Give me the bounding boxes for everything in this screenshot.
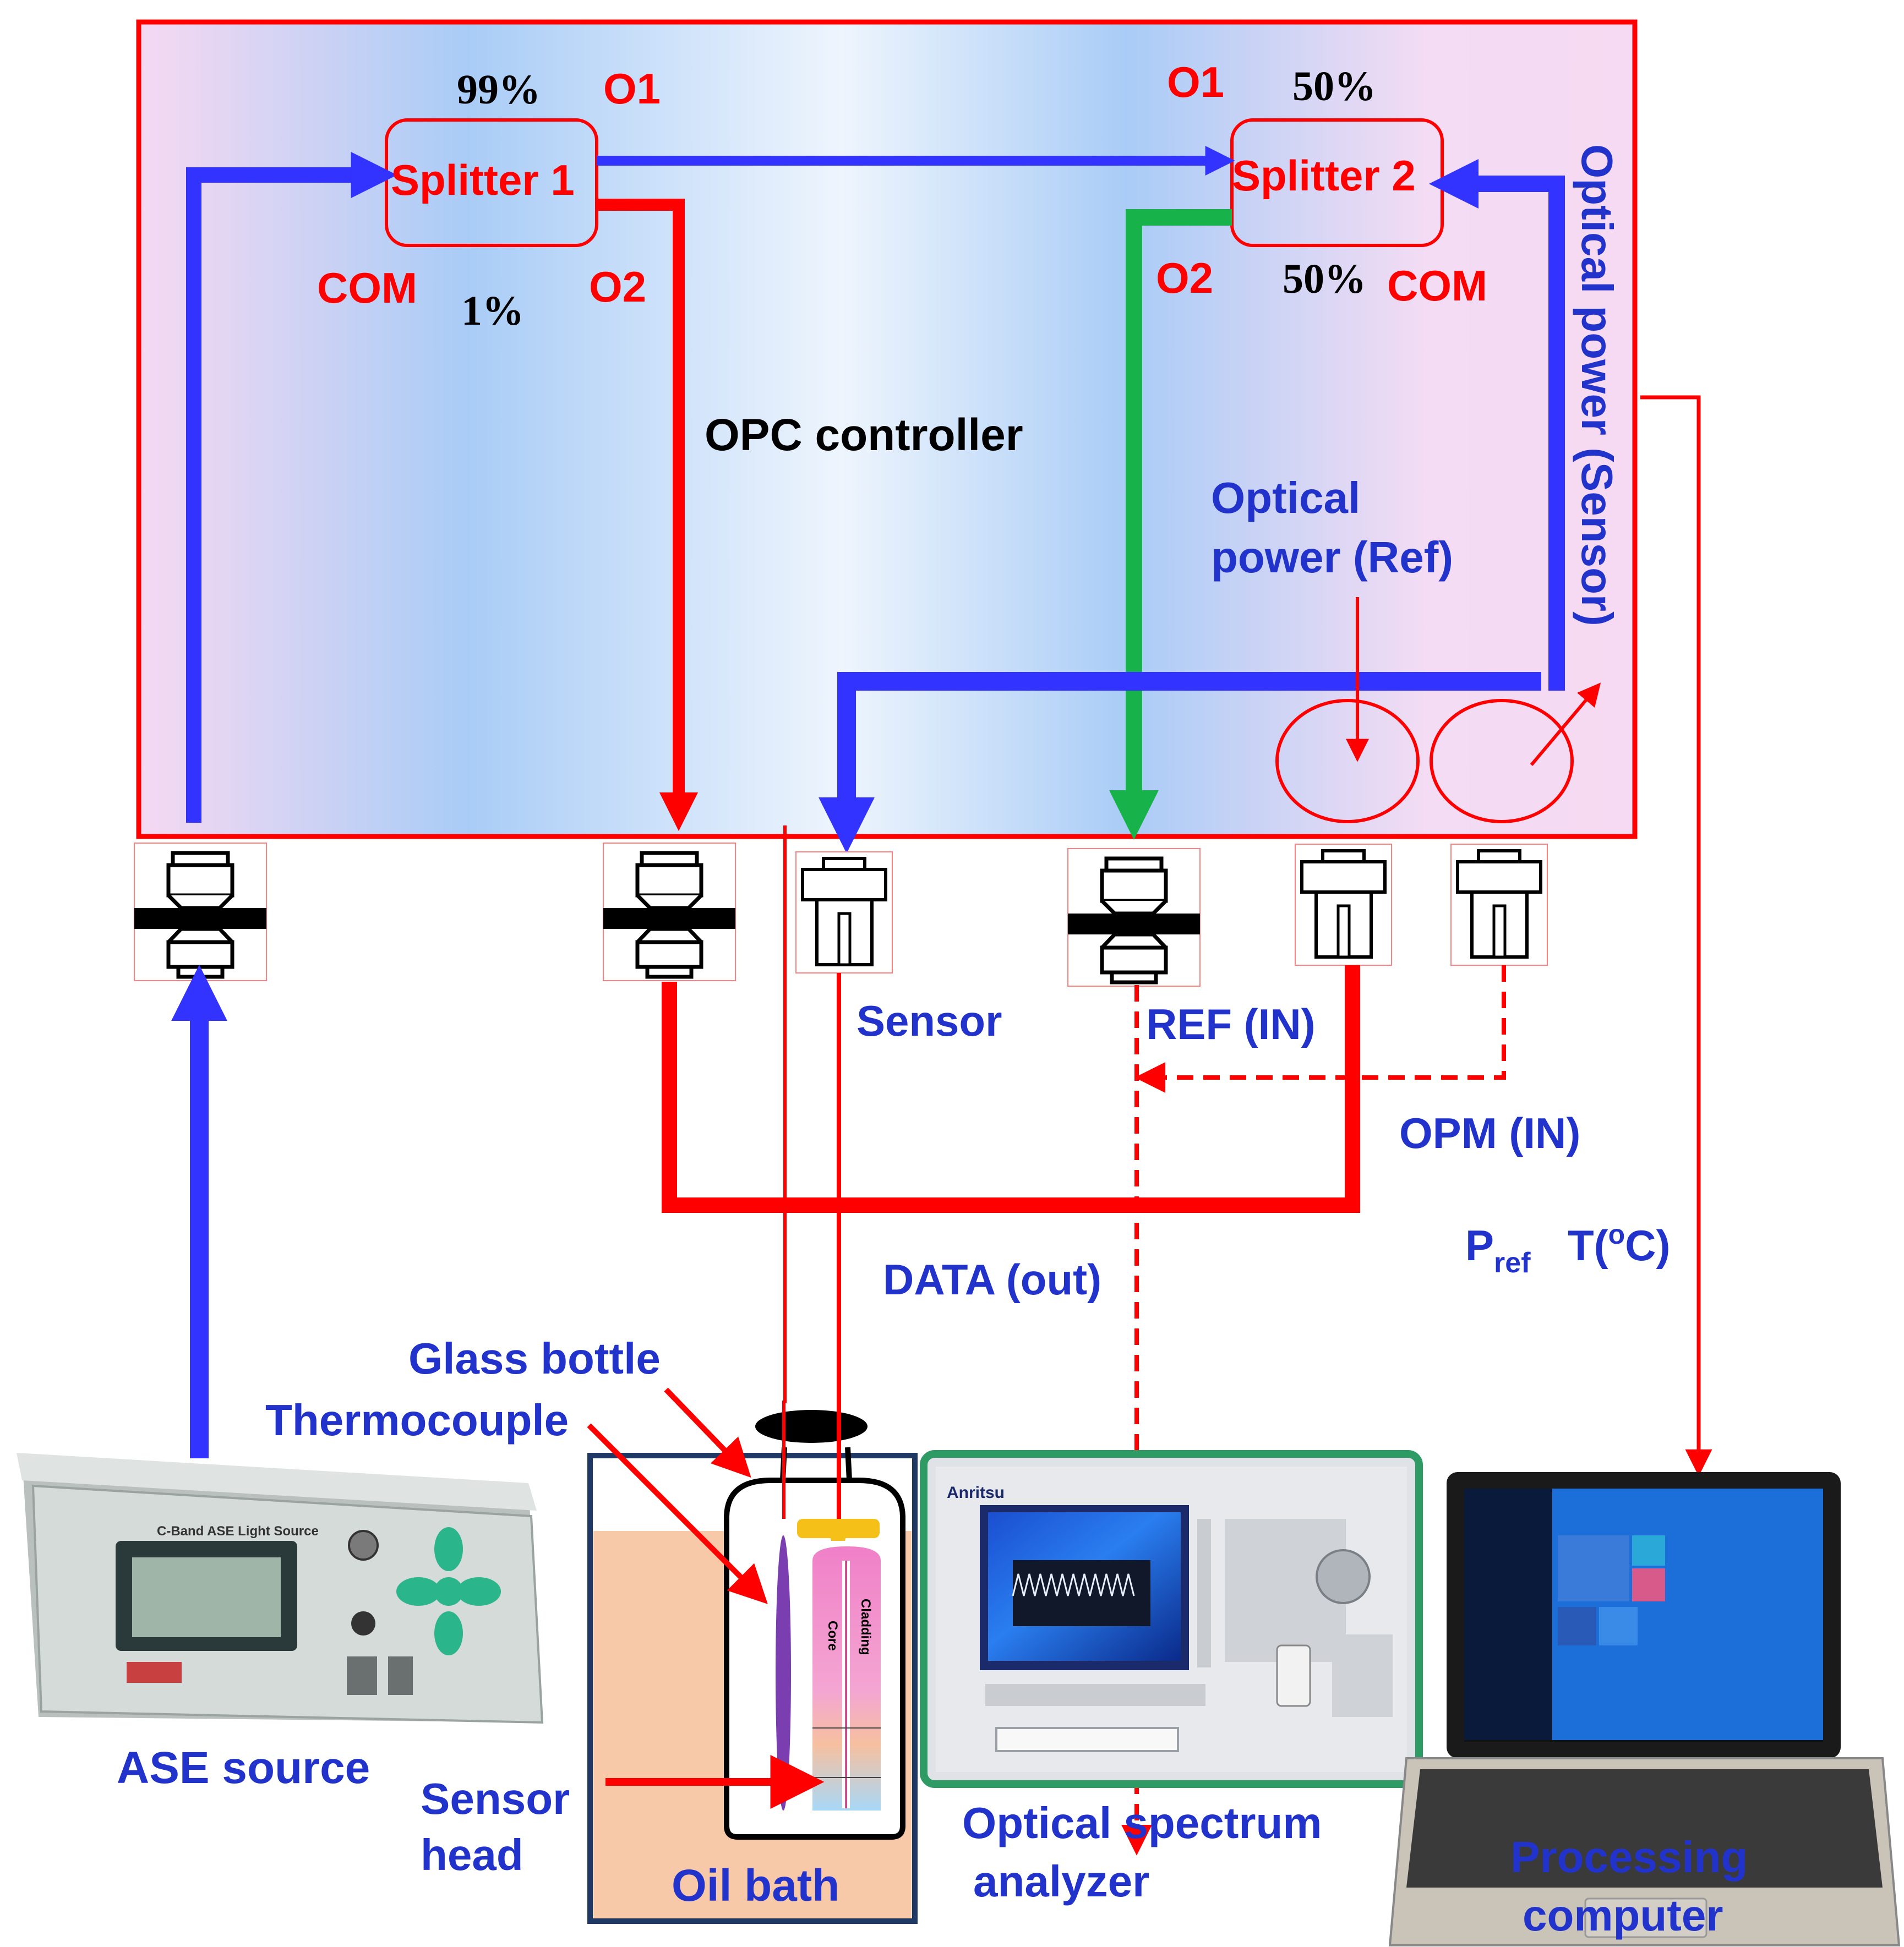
sensor-power-pointer — [1530, 682, 1601, 766]
splitter-1-label: Splitter 1 — [391, 156, 575, 204]
data-to-computer — [1640, 395, 1712, 1476]
optical-spectrum-analyzer: Anritsu — [920, 1450, 1423, 1788]
sensor-head-label-line1: Sensor — [421, 1774, 570, 1823]
sensor-label: Sensor — [856, 997, 1002, 1045]
thermocouple-label: Thermocouple — [265, 1396, 569, 1445]
controller-title: OPC controller — [705, 410, 1023, 460]
optical-power-ref-line2: power (Ref) — [1211, 533, 1453, 582]
splitter-1-port-com: COM — [317, 264, 417, 312]
sensor-head-probe: Core Cladding — [797, 1519, 881, 1811]
cladding-label: Cladding — [858, 1599, 873, 1655]
ase-source-device: C-Band ASE Light Source — [17, 1453, 544, 1724]
splitter-1-port-o2: O2 — [589, 262, 646, 311]
ref-in-label: REF (IN) — [1146, 1000, 1316, 1048]
osa-label-line1: Optical spectrum — [962, 1798, 1322, 1847]
connector-opm-sensor — [1451, 844, 1547, 965]
connector-opm-ref — [1295, 844, 1392, 965]
oil-bath-label: Oil bath — [672, 1861, 839, 1911]
ref-power-meter — [1275, 699, 1420, 823]
fiber-loop — [662, 965, 1360, 1213]
p-ref-label: Pref — [1465, 1221, 1531, 1279]
thermocouple-probe — [776, 1535, 791, 1811]
optical-power-sensor-label: Optical power (Sensor) — [1573, 144, 1622, 626]
ase-panel-title: C-Band ASE Light Source — [157, 1524, 319, 1539]
core-label: Core — [825, 1621, 840, 1651]
optical-power-ref-line1: Optical — [1211, 473, 1360, 522]
connector-ref — [1068, 849, 1200, 986]
splitter-1-port-o1: O1 — [603, 64, 661, 113]
osa-label-line2: analyzer — [973, 1857, 1149, 1906]
fiber-splitter2-com — [1429, 159, 1565, 691]
osa-brand: Anritsu — [947, 1484, 1005, 1502]
data-out-label: DATA (out) — [883, 1255, 1101, 1304]
bottle-cap — [755, 1410, 868, 1443]
opm-in-dashed — [1134, 965, 1506, 1093]
temperature-label: T(oC) — [1568, 1219, 1670, 1270]
connector-o2 — [603, 843, 735, 981]
fiber-splitter2-o2 — [1109, 209, 1232, 840]
thermocouple-pointer — [587, 1423, 768, 1604]
glass-bottle-label: Glass bottle — [408, 1334, 661, 1383]
fiber-splitter1-o2 — [597, 199, 699, 832]
sensor-head-label-line2: head — [421, 1830, 523, 1879]
glass-bottle-pointer — [664, 1387, 751, 1478]
splitter-1-ratio-o1: 99% — [457, 67, 541, 113]
connector-source — [134, 843, 266, 981]
splitter-2-ratio-o1: 50% — [1292, 63, 1376, 110]
fiber-source-to-splitter1 — [186, 152, 397, 823]
computer-label-line1: Processing — [1510, 1833, 1748, 1882]
splitter-2-port-o2: O2 — [1156, 254, 1213, 302]
splitter-2-ratio-o2: 50% — [1283, 256, 1366, 302]
fiber-to-sensor-port — [819, 672, 1541, 854]
splitter-1-ratio-o2: 1% — [461, 288, 524, 334]
splitter-2-label: Splitter 2 — [1232, 151, 1416, 200]
computer-label-line2: computer — [1523, 1891, 1723, 1940]
sensor-power-meter — [1430, 699, 1574, 823]
splitter-2-port-com: COM — [1387, 261, 1487, 310]
processing-computer — [1388, 1472, 1901, 1946]
connector-sensor — [796, 852, 892, 973]
splitter-2-port-o1: O1 — [1167, 58, 1224, 106]
ase-source-label: ASE source — [117, 1743, 370, 1793]
opm-in-label: OPM (IN) — [1399, 1109, 1580, 1157]
